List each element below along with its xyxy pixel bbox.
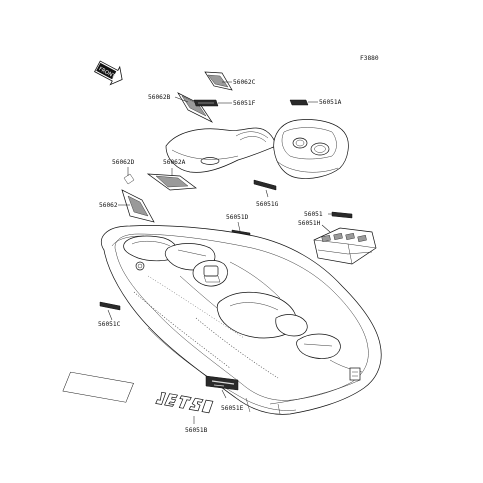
emblem-56051G [253, 179, 277, 191]
emblem-56051C [99, 301, 121, 311]
figure-code: F3880 [360, 55, 379, 62]
hood-cover [165, 127, 277, 173]
decal-56062B [177, 92, 214, 123]
label-56062C: 56062C [233, 79, 256, 86]
label-56062: 56062 [99, 202, 118, 209]
decal-56062A [146, 173, 197, 191]
label-56051G: 56051G [256, 201, 279, 208]
label-56051E: 56051E [221, 405, 244, 412]
label-56051: 56051 [304, 211, 323, 218]
label-56062A: 56062A [163, 159, 186, 166]
label-56051B: 56051B [185, 427, 208, 434]
label-56051D: 56051D [226, 214, 249, 221]
emblem-56051E [205, 375, 239, 391]
label-56051C: 56051C [98, 321, 121, 328]
label-56051H: 56051H [298, 220, 321, 227]
logo-56051B [62, 371, 214, 414]
label-56051F: 56051F [233, 100, 256, 107]
decal-56062D [123, 173, 135, 185]
hull [100, 225, 382, 415]
emblem-56051 [331, 211, 353, 219]
storage-tray [313, 227, 377, 265]
decal-56062C [204, 71, 233, 91]
label-56062D: 56062D [112, 159, 135, 166]
decal-56062 [121, 189, 155, 223]
handlebar-pod [273, 119, 349, 179]
label-56062B: 56062B [148, 94, 171, 101]
label-56051A: 56051A [319, 99, 342, 106]
emblem-56051F [193, 99, 219, 107]
front-arrow-icon: FRONT [94, 60, 123, 86]
emblem-56051A [289, 99, 309, 106]
